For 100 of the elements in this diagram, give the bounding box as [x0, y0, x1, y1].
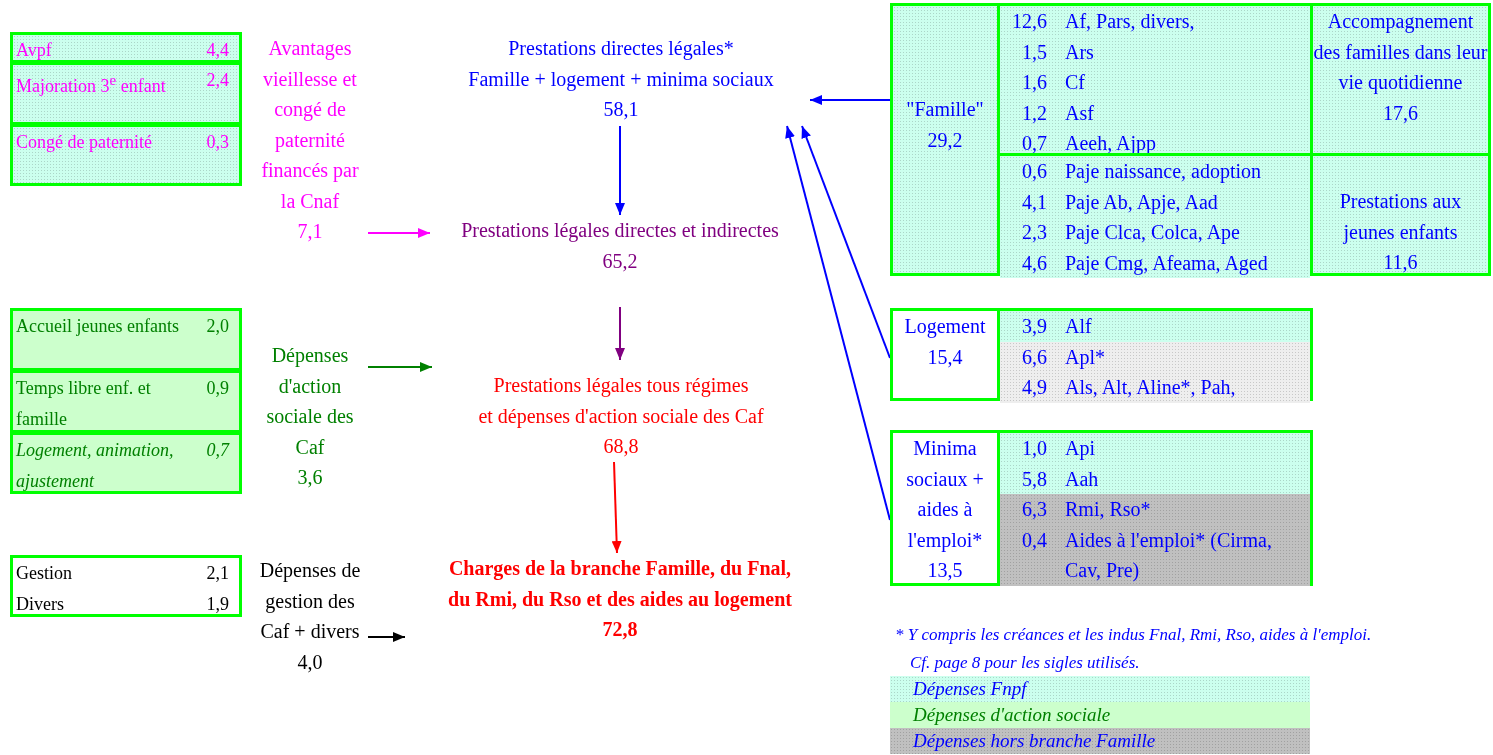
arrow	[367, 362, 433, 372]
amount-value: 6,3	[1021, 497, 1047, 522]
row-value: 2,4	[205, 69, 229, 92]
benefit-name: Apl*	[1065, 344, 1106, 371]
flow-label: Prestations directes légales*	[507, 36, 735, 62]
benefit-name: Alf	[1065, 314, 1093, 339]
amount-value: 1,5	[1021, 39, 1047, 65]
amount-value: 4,9	[1021, 375, 1047, 400]
benefit-name: Aides à l'emploi* (Cirma, Cav, Pre)	[1065, 527, 1273, 584]
arrow	[367, 632, 406, 642]
legend-label: Dépenses d'action sociale	[913, 704, 1111, 725]
row-value: 0,9	[205, 377, 229, 400]
arrow	[785, 125, 891, 521]
amount-value: 6,6	[1021, 344, 1047, 370]
row-value: 2,0	[205, 315, 229, 338]
amount-value: 4,1	[1021, 189, 1047, 215]
cell-heading: "Famille"	[905, 97, 985, 122]
amount-value: 68,8	[602, 434, 640, 459]
footnote: * Y compris les créances et les indus Fnal, Rmi, Rso, aides à l'emploi.	[895, 624, 1372, 646]
row-value: 4,4	[205, 39, 229, 62]
amount-value: 2,3	[1021, 220, 1047, 245]
arrow	[611, 461, 622, 554]
table-cell	[997, 430, 1313, 586]
table-row	[10, 32, 242, 63]
arrow	[615, 306, 625, 361]
benefit-name: Ars	[1065, 39, 1095, 65]
row-value: 0,3	[205, 131, 229, 154]
flow-label: du Rmi, du Rso et des aides au logement	[447, 586, 793, 613]
table-row	[10, 432, 242, 494]
amount-value: 1,6	[1021, 70, 1047, 95]
amount-value: 12,6	[1011, 9, 1047, 34]
footnote: Cf. page 8 pour les sigles utilisés.	[910, 652, 1140, 674]
row-label: Congé de paternité	[16, 131, 153, 154]
amount-value: 4,6	[1021, 250, 1047, 276]
benefit-name: Paje Cmg, Afeama, Aged	[1065, 250, 1269, 277]
legend-label: Dépenses Fnpf	[913, 678, 1027, 699]
amount-value: 0,7	[1021, 131, 1047, 156]
flow-label: Avantages vieillesse et congé de paternité financés par la Cnaf	[260, 36, 360, 214]
amount-value: 15,4	[926, 344, 964, 370]
row-label: Gestion	[16, 562, 73, 585]
cell-heading: Prestations aux jeunes enfants	[1338, 189, 1463, 246]
amount-value: 29,2	[926, 127, 964, 153]
arrow	[367, 228, 431, 238]
row-label: Divers	[16, 592, 65, 616]
cell-heading: Accompagnement des familles dans leur vie quotidienne	[1313, 9, 1488, 96]
row-value: 0,7	[205, 439, 229, 462]
amount-value: 3,6	[296, 465, 324, 490]
benefit-name: Paje Ab, Apje, Aad	[1065, 189, 1219, 216]
table-cell	[890, 3, 1000, 276]
flow-label: Dépenses d'action sociale des Caf	[265, 343, 355, 460]
benefit-name: Aah	[1065, 466, 1100, 492]
flow-label: Charges de la branche Famille, du Fnal,	[447, 556, 793, 582]
table-cell	[1310, 153, 1491, 276]
amount-value: 1,2	[1021, 100, 1047, 126]
arrow	[615, 125, 625, 216]
row-value: 1,9	[205, 592, 229, 616]
row-label: Logement, animation, ajustement	[16, 439, 175, 493]
benefit-name: Als, Alt, Aline*, Pah,	[1065, 375, 1237, 400]
row-label: Majoration 3$^{e}$ enfant	[16, 71, 167, 98]
amount-value: 1,0	[1021, 436, 1047, 461]
flow-label: Famille + logement + minima sociaux	[467, 66, 775, 93]
table-row	[10, 124, 242, 186]
amount-value: 11,6	[1382, 250, 1419, 275]
arrow	[809, 95, 891, 105]
legend-label: Dépenses hors branche Famille	[913, 730, 1156, 751]
row-value: 2,1	[205, 562, 229, 585]
table-cell	[997, 308, 1313, 401]
row-label: Temps libre enf. et famille	[16, 377, 152, 431]
cell-heading: Minima sociaux + aides à l'emploi*	[905, 436, 985, 554]
table-cell	[1310, 3, 1491, 156]
amount-value: 72,8	[601, 617, 639, 642]
amount-value: 7,1	[296, 219, 324, 244]
table-row	[10, 308, 242, 371]
amount-value: 3,9	[1021, 314, 1047, 339]
row-label: Avpf	[16, 39, 53, 62]
benefit-name: Rmi, Rso*	[1065, 497, 1152, 522]
flow-label: Prestations légales directes et indirectes	[460, 218, 780, 244]
flow-label: et dépenses d'action sociale des Caf	[477, 403, 765, 430]
amount-value: 58,1	[602, 97, 640, 122]
benefit-name: Paje naissance, adoption	[1065, 159, 1263, 185]
amount-value: 65,2	[601, 248, 639, 274]
table-row	[10, 62, 242, 125]
row-label: Accueil jeunes enfants	[16, 315, 180, 338]
flow-label: Prestations légales tous régimes	[492, 373, 750, 399]
benefit-name: Cf	[1065, 70, 1086, 95]
amount-value: 13,5	[926, 558, 964, 583]
amount-value: 5,8	[1021, 466, 1047, 492]
table-row	[10, 555, 242, 617]
amount-value: 4,0	[296, 649, 324, 675]
cell-heading: Logement	[903, 314, 987, 340]
benefit-name: Asf	[1065, 100, 1095, 126]
table-cell	[997, 153, 1313, 276]
benefit-name: Api	[1065, 436, 1096, 462]
amount-value: 0,6	[1021, 159, 1047, 184]
flow-label: Dépenses de gestion des Caf + divers	[258, 558, 362, 644]
table-row	[10, 370, 242, 433]
amount-value: 17,6	[1382, 100, 1419, 126]
table-cell	[997, 3, 1313, 156]
arrow	[801, 125, 891, 359]
benefit-name: Af, Pars, divers,	[1065, 9, 1196, 34]
